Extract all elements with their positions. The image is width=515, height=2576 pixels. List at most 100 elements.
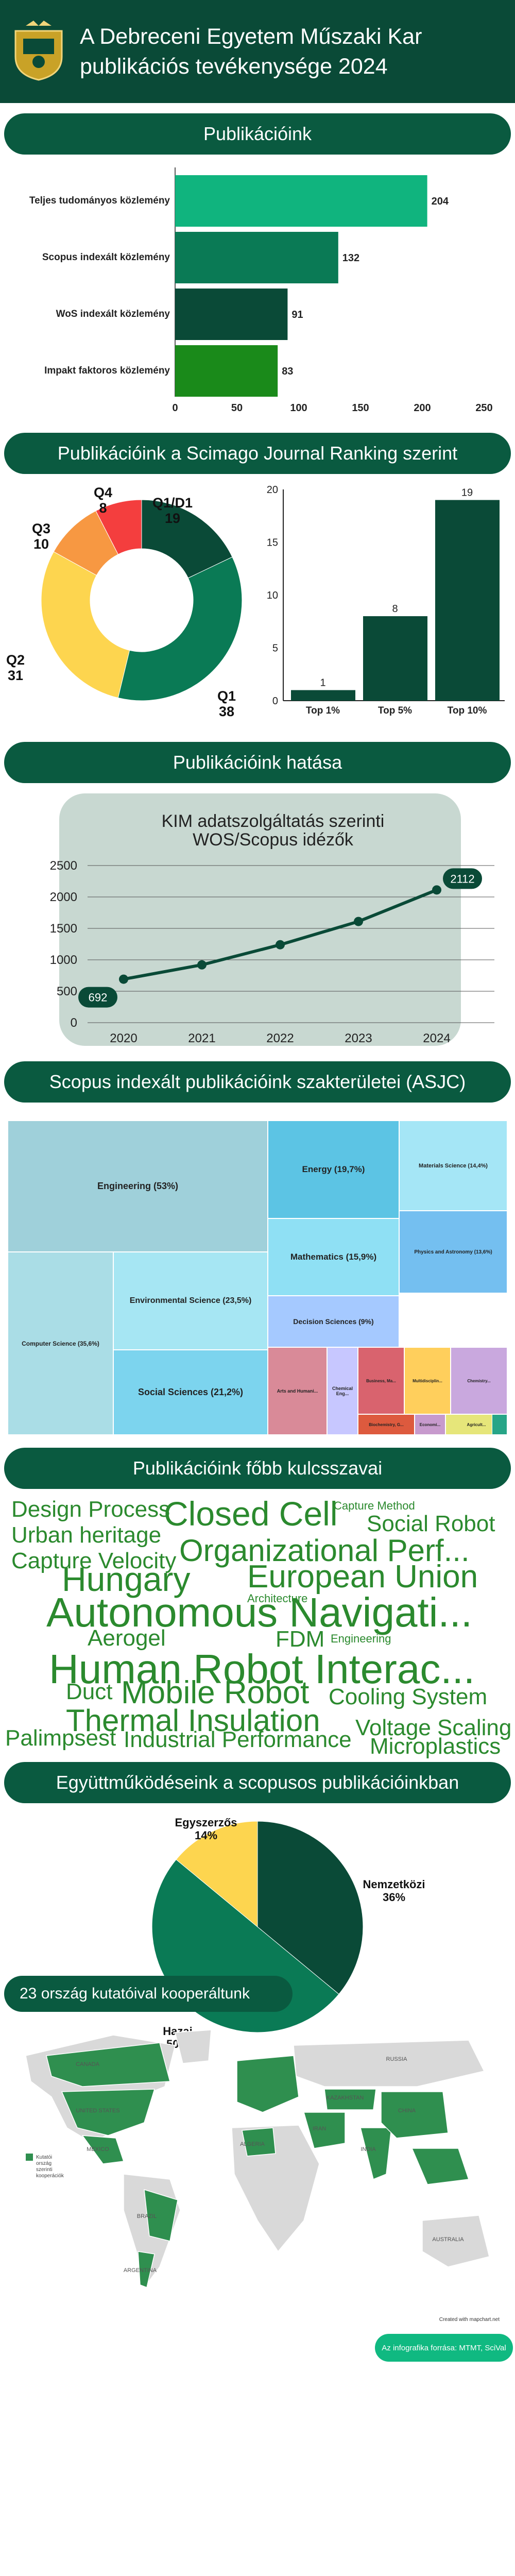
treemap-cell-15: Economi...: [415, 1414, 445, 1435]
treemap-cell-4: Energy (19,7%): [268, 1121, 399, 1218]
treemap-cell-11: Chemistry...: [451, 1347, 507, 1414]
map-label-0: CANADA: [76, 2061, 100, 2067]
pie-slice-0: [257, 1821, 364, 1995]
keyword-19: Voltage Scaling: [355, 1715, 512, 1740]
map-europe: [236, 2055, 299, 2113]
x-tick-0: 2020: [110, 1031, 137, 1045]
bar-2: [175, 289, 288, 340]
map-label-5: CHINA: [398, 2108, 416, 2114]
pie-slice-2: [176, 1821, 258, 1928]
keyword-6: Organizational Perf...: [179, 1533, 470, 1568]
treemap-cell-1: Computer Science (35,6%): [8, 1252, 113, 1435]
map-kazakhstan: [324, 2089, 376, 2110]
treemap-cell-2: Environmental Science (23,5%): [113, 1252, 268, 1350]
keyword-2: Capture Method: [334, 1499, 415, 1512]
university-logo: [14, 21, 63, 81]
map-australia: [422, 2215, 490, 2267]
map-middle-east: [303, 2112, 346, 2149]
point-3: [354, 917, 363, 926]
bar-value-0: 1: [320, 677, 325, 689]
map-label-10: KAZAKHSTAN: [327, 2095, 364, 2101]
treemap-cell-5: Materials Science (14,4%): [399, 1121, 507, 1211]
keyword-8: European Union: [247, 1559, 478, 1595]
bar-label-1: Scopus indexált közlemény: [42, 252, 170, 263]
bar-label-0: Teljes tudományos közlemény: [29, 195, 170, 206]
map-southeast-asia: [411, 2148, 470, 2185]
keyword-1: Closed Cell: [164, 1495, 338, 1533]
keyword-9: Architecture: [247, 1592, 308, 1605]
bar-label-0: Top 1%: [306, 705, 340, 716]
donut-slice-2: [41, 551, 130, 699]
map-label-3: BRAZIL: [137, 2213, 157, 2219]
world-map: CANADA UNITED STATES MEXICO BRAZIL RUSSIA CHI…: [25, 2029, 500, 2323]
map-label-2: MEXICO: [87, 2146, 109, 2153]
keyword-10: Autonomous Navigati...: [46, 1589, 473, 1635]
section-keywords: Publikációink főbb kulcsszavai: [4, 1448, 511, 1489]
map-label-1: UNITED STATES: [76, 2108, 119, 2114]
bar-3: [175, 345, 278, 397]
keyword-3: Social Robot: [367, 1511, 495, 1536]
x-tick-1: 2021: [188, 1031, 215, 1045]
bar-label-2: Top 10%: [448, 705, 487, 716]
map-china: [381, 2091, 449, 2139]
treemap-cell-14: Biochemistry, G...: [358, 1414, 415, 1435]
map-label-4: RUSSIA: [386, 2056, 408, 2062]
keyword-21: Industrial Performance: [124, 1727, 352, 1752]
asjc-treemap: Engineering (53%)Computer Science (35,6%…: [8, 1121, 507, 1435]
point-label-0: 692: [89, 991, 108, 1004]
x-tick-4: 200: [414, 402, 431, 414]
section-sjr: Publikációink a Scimago Journal Ranking …: [4, 433, 511, 474]
x-tick-3: 2023: [345, 1031, 372, 1045]
bar-label-1: Top 5%: [378, 705, 412, 716]
y-tick-1: 500: [57, 985, 77, 998]
y-tick-5: 2500: [50, 859, 77, 873]
bar-0: [175, 175, 427, 227]
bar-label-3: Impakt faktoros közlemény: [44, 365, 170, 376]
point-2: [276, 940, 285, 950]
section-publications: Publikációink: [4, 113, 511, 155]
map-label-6: INDIA: [360, 2146, 376, 2153]
x-tick-0: 0: [172, 402, 178, 414]
page-title: A Debreceni Egyetem Műszaki Kar publikác…: [80, 24, 422, 79]
x-tick-3: 150: [352, 402, 369, 414]
y-tick-0: 0: [272, 696, 278, 707]
point-1: [197, 960, 207, 970]
bar-value-3: 83: [282, 366, 293, 377]
keyword-5: Capture Velocity: [11, 1548, 177, 1573]
line-chart-card: [59, 793, 461, 1046]
section-impact: Publikációink hatása: [4, 742, 511, 783]
point-label-bg-0: [78, 987, 117, 1008]
bar-label-2: WoS indexált közlemény: [56, 309, 170, 319]
treemap-cell-12: Arts and Humani...: [268, 1347, 327, 1435]
keyword-11: Aerogel: [88, 1625, 166, 1651]
map-usa: [61, 2089, 156, 2136]
y-tick-4: 20: [267, 484, 278, 496]
map-algeria: [242, 2127, 276, 2157]
map-label-8: ALGERIA: [240, 2141, 265, 2147]
treemap-cell-13: Chemical Eng...: [327, 1347, 358, 1435]
bar-value-0: 204: [432, 196, 449, 207]
x-tick-2: 2022: [266, 1031, 294, 1045]
y-tick-0: 0: [71, 1016, 77, 1030]
treemap-cell-10: Multidisciplin...: [404, 1347, 451, 1414]
y-tick-1: 5: [272, 643, 278, 654]
map-russia: [293, 2040, 485, 2087]
bar-2: [435, 500, 500, 701]
map-brazil: [144, 2189, 178, 2242]
map-africa: [231, 2125, 320, 2252]
bar-0: [291, 690, 355, 701]
x-tick-2: 100: [290, 402, 307, 414]
donut-slice-1: [117, 556, 243, 701]
section-collaboration: Együttműködéseink a scopusos publikációi…: [4, 1762, 511, 1803]
point-label-4: 2112: [450, 872, 474, 885]
